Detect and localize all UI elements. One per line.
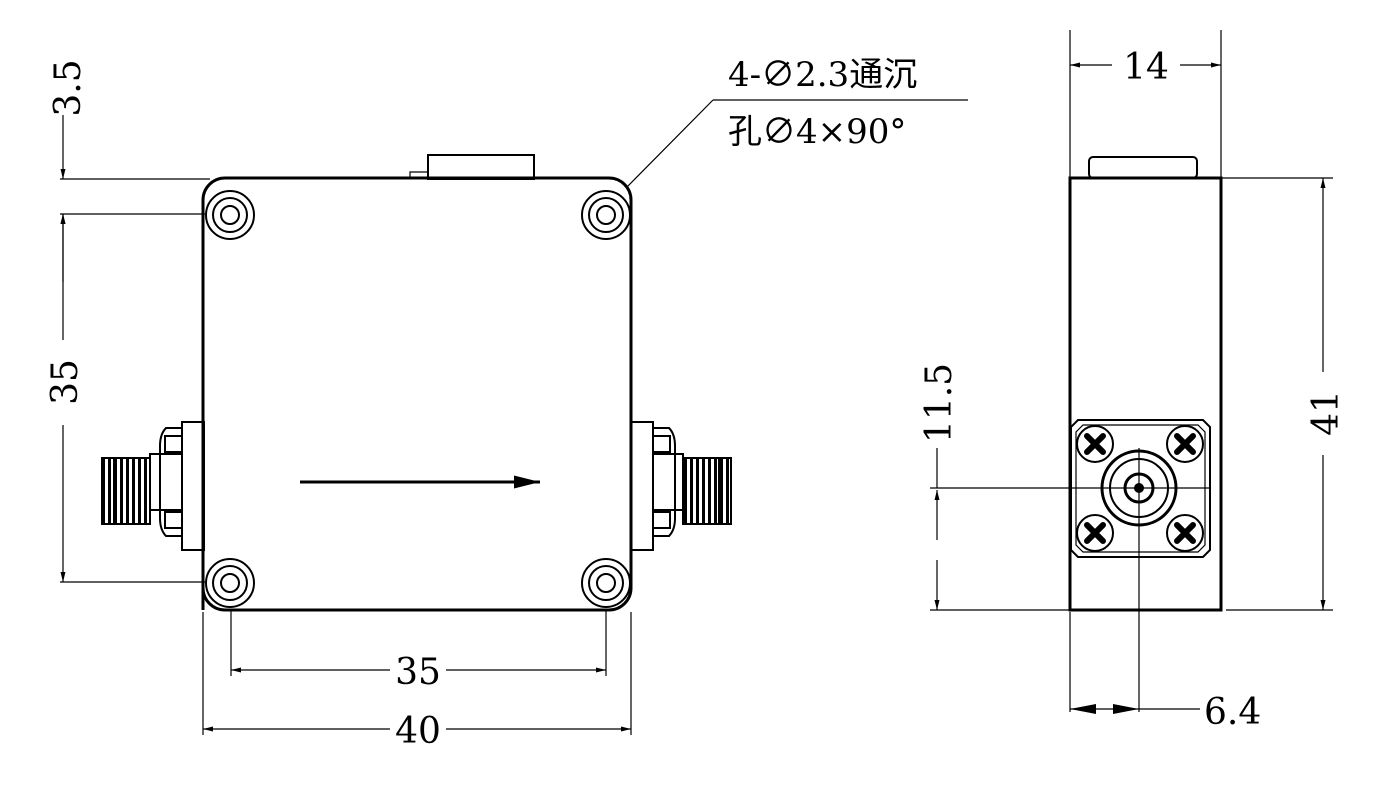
dim-top-offset: 3.5 bbox=[48, 59, 89, 116]
left-sma-connector bbox=[101, 421, 205, 551]
dim-hole-spacing-horizontal: 35 bbox=[395, 652, 441, 693]
mount-hole-bottom-right bbox=[581, 558, 631, 608]
mount-hole-top-right bbox=[581, 190, 631, 240]
hole-note-line2: 孔∅4×90° bbox=[728, 112, 906, 152]
top-tab bbox=[427, 154, 535, 180]
mount-hole-top-left bbox=[205, 190, 255, 240]
mount-hole-bottom-left bbox=[205, 558, 255, 608]
connector-flange bbox=[1070, 419, 1211, 558]
dim-height: 41 bbox=[1306, 390, 1347, 436]
screw-bottom-left bbox=[1076, 514, 1114, 552]
right-sma-connector bbox=[630, 421, 732, 551]
dim-thickness: 14 bbox=[1123, 47, 1169, 88]
screw-top-right bbox=[1166, 425, 1204, 463]
dim-width: 40 bbox=[395, 711, 441, 752]
screw-bottom-right bbox=[1166, 514, 1204, 552]
dim-connector-height: 11.5 bbox=[919, 363, 960, 443]
side-view: 14 41 11.5 6.4 bbox=[919, 30, 1347, 733]
hole-note-line1: 4-∅2.3通沉 bbox=[728, 55, 917, 95]
dim-connector-offset: 6.4 bbox=[1204, 692, 1261, 733]
side-body bbox=[1068, 176, 1223, 612]
front-body bbox=[201, 176, 633, 612]
screw-top-left bbox=[1076, 425, 1114, 463]
front-view: 3.5 35 35 40 4-∅2.3通沉 孔∅4×90° bbox=[45, 55, 968, 752]
dim-hole-spacing-vertical: 35 bbox=[45, 359, 86, 405]
